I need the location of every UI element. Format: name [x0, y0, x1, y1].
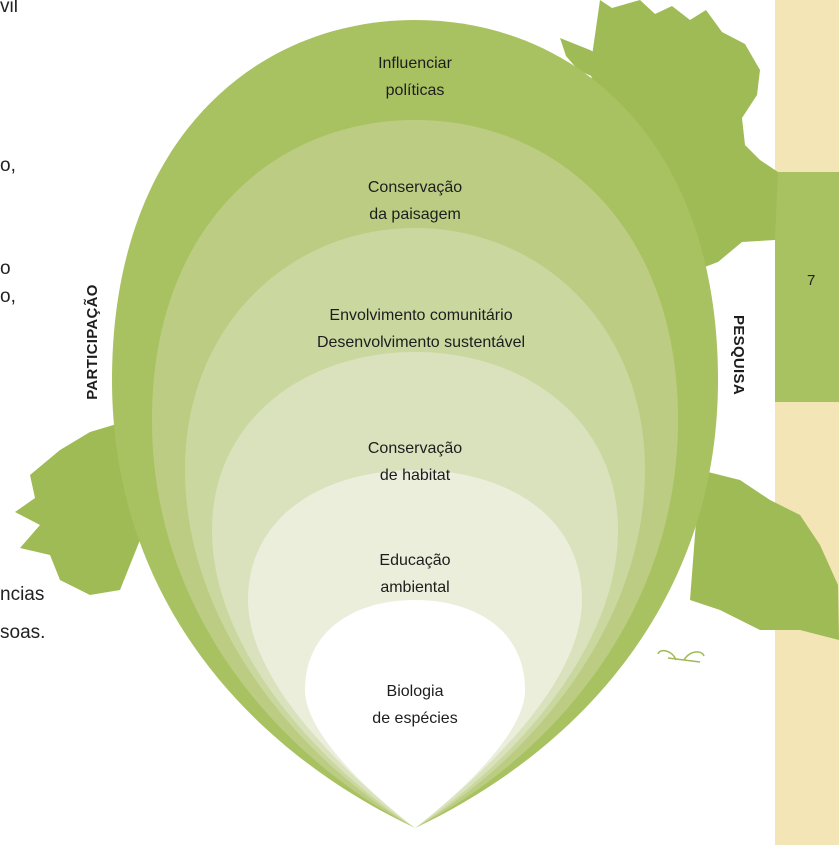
text-fragment: o — [0, 258, 11, 279]
participation-label: PARTICIPAÇÃO — [83, 284, 101, 400]
page-number: 7 — [807, 272, 816, 289]
rings — [112, 20, 718, 828]
foliage-illustration — [15, 0, 839, 640]
leaf-top-right-tip — [560, 38, 612, 80]
ring-1-label-line-1: Influenciar — [378, 55, 452, 72]
ring-6-shape — [305, 600, 525, 828]
ring-5-label-line-1: Educação — [379, 552, 450, 569]
text-fragment: vil — [0, 0, 18, 17]
ring-3-label-line-1: Envolvimento comunitário — [329, 307, 512, 324]
text-fragment: soas. — [0, 622, 46, 643]
ring-2-label-line-1: Conservação — [368, 179, 462, 196]
ring-4-label-line-1: Conservação — [368, 440, 462, 457]
page-sidebar — [775, 0, 839, 845]
text-fragment: ncias — [0, 584, 45, 605]
leaf-lower-right — [690, 470, 839, 640]
research-label: PESQUISA — [730, 315, 747, 395]
ring-1-label-line-2: políticas — [386, 82, 445, 99]
text-fragment: o, — [0, 286, 16, 307]
ring-6-label-line-2: de espécies — [372, 710, 457, 727]
leaf-lower-left — [15, 420, 150, 595]
ring-2-label-line-2: da paisagem — [369, 206, 461, 223]
ring-6-label-line-1: Biologia — [387, 683, 444, 700]
ring-labels: Influenciar políticas Conservação da pai… — [317, 55, 525, 727]
ring-4-label-line-2: de habitat — [380, 467, 451, 484]
chapter-tab — [775, 172, 839, 402]
leaf-top-right — [590, 0, 778, 268]
ring-3-label-line-2: Desenvolvimento sustentável — [317, 334, 525, 351]
dragonfly-icon — [657, 649, 705, 663]
ring-5-label-line-2: ambiental — [380, 579, 449, 596]
text-fragment: o, — [0, 155, 16, 176]
